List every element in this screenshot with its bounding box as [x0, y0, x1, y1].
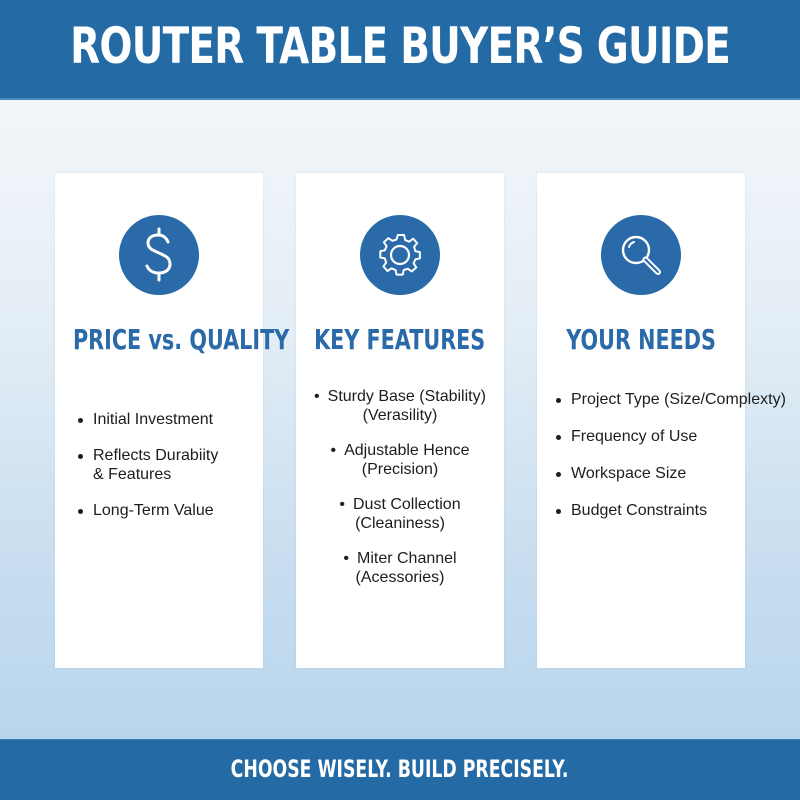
list-item: Reflects Durabiity& Features — [76, 446, 261, 484]
bullet-icon: • — [343, 550, 349, 567]
header-banner: ROUTER TABLE BUYER’S GUIDE — [0, 0, 800, 100]
bullet-list: Initial Investment Reflects Durabiity& F… — [76, 410, 261, 537]
list-item: •Sturdy Base (Stability)(Verasility) — [314, 388, 486, 424]
list-item: Initial Investment — [76, 410, 261, 429]
list-item: Budget Constraints — [554, 501, 800, 520]
card-price-vs-quality: PRICE vs. QUALITY Initial Investment Ref… — [55, 173, 289, 668]
bullet-icon: • — [314, 388, 320, 405]
card-title: YOUR NEEDS — [566, 323, 716, 356]
list-item: Workspace Size — [554, 464, 800, 483]
bullet-icon: • — [339, 496, 345, 513]
list-item: •Miter Channel(Acessories) — [343, 550, 457, 586]
bullet-list: Project Type (Size/Complexty) Frequency … — [554, 390, 800, 538]
magnifying-glass-icon — [601, 215, 681, 295]
gear-icon — [360, 215, 440, 295]
bullet-icon: • — [330, 442, 337, 459]
bullet-list: •Sturdy Base (Stability)(Verasility) •Ad… — [296, 387, 504, 603]
page-title: ROUTER TABLE BUYER’S GUIDE — [70, 17, 731, 75]
list-item: •Adjustable Hence(Precision) — [330, 442, 470, 478]
list-item: Long-Term Value — [76, 501, 261, 520]
list-item: Project Type (Size/Complexty) — [554, 390, 800, 409]
card-your-needs: YOUR NEEDS Project Type (Size/Complexty)… — [537, 173, 786, 668]
footer-banner: CHOOSE WISELY. BUILD PRECISELY. — [0, 739, 800, 800]
list-item: Frequency of Use — [554, 427, 800, 446]
card-title: PRICE vs. QUALITY — [72, 323, 290, 356]
card-key-features: KEY FEATURES •Sturdy Base (Stability)(Ve… — [296, 173, 504, 668]
card-title: KEY FEATURES — [314, 323, 486, 356]
footer-tagline: CHOOSE WISELY. BUILD PRECISELY. — [231, 755, 569, 783]
list-item: •Dust Collection(Cleaniness) — [339, 496, 461, 532]
dollar-sign-icon — [119, 215, 199, 295]
